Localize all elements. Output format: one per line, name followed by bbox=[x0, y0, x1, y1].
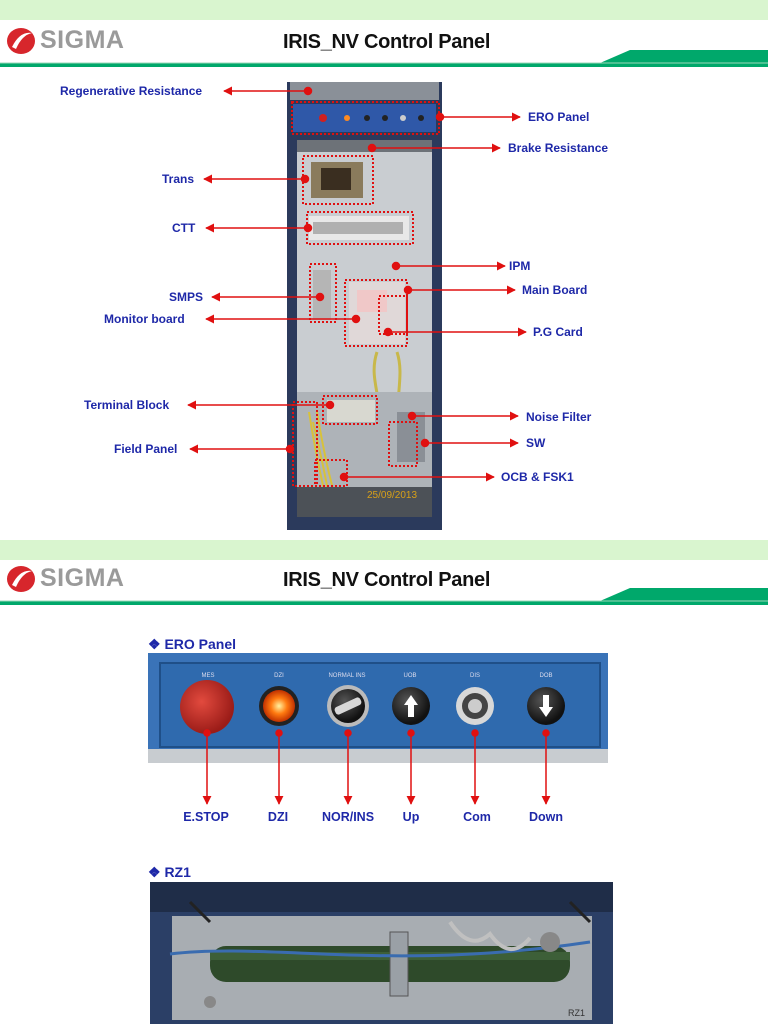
down-arrow-icon bbox=[539, 695, 553, 717]
label-sw: SW bbox=[526, 436, 546, 450]
com-button-icon bbox=[468, 699, 482, 713]
label-up: Up bbox=[402, 810, 420, 824]
label-com: Com bbox=[463, 810, 491, 824]
photo-timestamp: 25/09/2013 bbox=[367, 490, 417, 501]
page-title: IRIS_NV Control Panel bbox=[283, 569, 491, 591]
label-terminal-block: Terminal Block bbox=[84, 398, 170, 412]
sigma-logo: SIGMA bbox=[6, 564, 124, 593]
section-ero-panel: ❖ ERO Panel bbox=[148, 636, 237, 652]
label-smps: SMPS bbox=[169, 290, 204, 304]
mark-normal-ins: NORMAL INS bbox=[328, 673, 365, 679]
header-divider bbox=[0, 588, 768, 605]
estop-button-icon bbox=[180, 680, 234, 734]
sigma-logo: SIGMA bbox=[6, 26, 124, 55]
label-regenerative-resistance: Regenerative Resistance bbox=[60, 84, 203, 98]
mark-mes: MES bbox=[201, 673, 214, 679]
label-down: Down bbox=[528, 810, 564, 824]
label-monitor-board: Monitor board bbox=[104, 312, 185, 326]
slide-1: SIGMA IRIS_NV Control Panel bbox=[0, 0, 768, 530]
mark-dzi: DZI bbox=[274, 673, 284, 679]
label-dzi: DZI bbox=[267, 810, 289, 824]
ero-panel-photo: MES DZI NORMAL INS UOB DIS DOB bbox=[148, 653, 608, 763]
label-noise-filter: Noise Filter bbox=[526, 410, 592, 424]
callout-arrows bbox=[187, 86, 527, 482]
rz1-mark: RZ1 bbox=[568, 1008, 585, 1018]
top-band bbox=[0, 0, 768, 20]
brand-name: SIGMA bbox=[40, 564, 125, 592]
sigma-swoosh-icon bbox=[6, 27, 36, 55]
label-main-board: Main Board bbox=[522, 283, 588, 297]
label-ctt: CTT bbox=[172, 221, 196, 235]
button-arrows bbox=[202, 729, 551, 805]
label-estop: E.STOP bbox=[183, 810, 229, 824]
dzi-lamp-icon bbox=[263, 690, 295, 722]
label-brake-resistance: Brake Resistance bbox=[508, 141, 609, 155]
section-rz1: ❖ RZ1 bbox=[148, 864, 191, 880]
header-divider bbox=[0, 50, 768, 67]
label-trans: Trans bbox=[162, 172, 195, 186]
label-ero-panel: ERO Panel bbox=[528, 110, 590, 124]
control-panel-photo: 25/09/2013 bbox=[287, 82, 442, 530]
rz1-photo: RZ1 bbox=[150, 882, 613, 1024]
top-band bbox=[0, 540, 768, 560]
label-pg-card: P.G Card bbox=[533, 325, 583, 339]
mark-dis: DIS bbox=[470, 673, 480, 679]
sigma-swoosh-icon bbox=[6, 565, 36, 593]
label-field-panel: Field Panel bbox=[114, 442, 178, 456]
label-ipm: IPM bbox=[509, 259, 531, 273]
label-nor-ins: NOR/INS bbox=[321, 810, 375, 824]
mark-uob: UOB bbox=[403, 673, 416, 679]
selector-switch-icon bbox=[334, 697, 362, 715]
page-title: IRIS_NV Control Panel bbox=[283, 31, 491, 53]
up-arrow-icon bbox=[404, 695, 418, 717]
slide-2: SIGMA IRIS_NV Control Panel ❖ ERO Panel bbox=[0, 540, 768, 1024]
mark-dob: DOB bbox=[539, 673, 552, 679]
label-ocb-fsk1: OCB & FSK1 bbox=[501, 470, 574, 484]
brand-name: SIGMA bbox=[40, 26, 125, 54]
